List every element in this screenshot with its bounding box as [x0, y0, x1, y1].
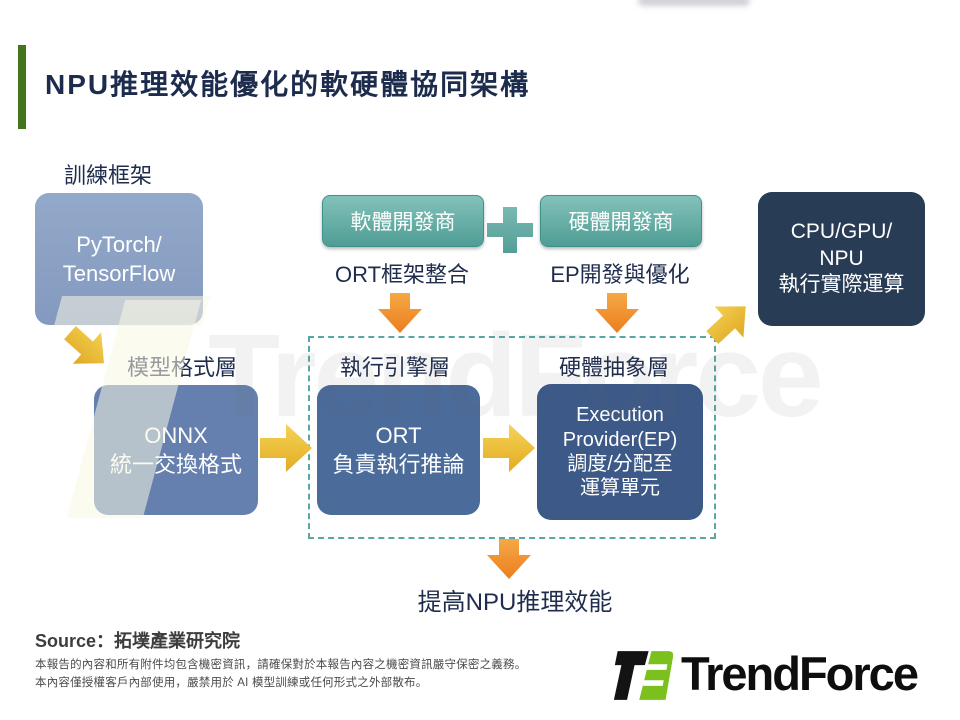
page-title: NPU推理效能優化的軟硬體協同架構 — [45, 69, 531, 100]
down-arrow-icon — [378, 293, 422, 333]
box-onnx-line2: 統一交換格式 — [109, 452, 242, 477]
box-ort-line2: 負責執行推論 — [332, 452, 465, 477]
label-ep-development: EP開發與優化 — [550, 262, 690, 287]
box-hardware-developer-label: 硬體開發商 — [568, 211, 674, 234]
label-ort-integration: ORT框架整合 — [334, 262, 470, 287]
right-arrow-icon — [483, 424, 535, 472]
label-hardware-abstraction-layer: 硬體抽象層 — [558, 355, 670, 380]
plus-icon — [487, 207, 533, 253]
box-cpu-line3: 執行實際運算 — [778, 273, 905, 297]
bent-arrow-icon — [706, 306, 746, 345]
box-cpu-line2: NPU — [819, 246, 864, 270]
box-pytorch-line2: TensorFlow — [62, 261, 176, 286]
box-ort-line1: ORT — [375, 422, 422, 448]
box-onnx: ONNX 統一交換格式 — [94, 385, 258, 515]
label-outcome: 提高NPU推理效能 — [417, 589, 613, 616]
trendforce-wordmark: TrendForce — [681, 647, 919, 700]
right-arrow-icon — [260, 424, 312, 472]
box-software-developer: 軟體開發商 — [322, 195, 484, 247]
label-execution-engine-layer: 執行引擎層 — [339, 355, 451, 380]
box-ep-line3: 調度/分配至 — [567, 453, 673, 475]
box-ep-line2: Provider(EP) — [562, 428, 678, 451]
box-cpu-line1: CPU/GPU/ — [790, 219, 893, 243]
box-ort: ORT 負責執行推論 — [317, 385, 480, 515]
title-accent-bar — [18, 45, 26, 129]
box-onnx-line1: ONNX — [144, 422, 208, 448]
box-ep-line4: 運算單元 — [580, 477, 660, 500]
box-hardware-developer: 硬體開發商 — [540, 195, 702, 247]
disclaimer-line2: 本內容僅授權客戶內部使用，嚴禁用於 AI 模型訓練或任何形式之外部散布。 — [35, 677, 428, 689]
box-pytorch-line1: PyTorch/ — [76, 231, 162, 257]
down-arrow-icon — [595, 293, 639, 333]
source-label: Source：拓墣產業研究院 — [35, 631, 241, 651]
box-execution-provider: Execution Provider(EP) 調度/分配至 運算單元 — [537, 384, 703, 520]
down-arrow-icon — [487, 539, 531, 579]
top-shadow-artifact — [638, 0, 750, 6]
trendforce-logo-icon — [613, 651, 674, 700]
box-pytorch-tensorflow: PyTorch/ TensorFlow — [35, 193, 203, 325]
label-model-format-layer: 模型格式層 — [126, 355, 238, 380]
label-training-framework: 訓練框架 — [64, 163, 153, 188]
disclaimer-line1: 本報告的內容和所有附件均包含機密資訊，請確保對於本報告內容之機密資訊嚴守保密之義… — [35, 659, 527, 671]
box-ep-line1: Execution — [576, 404, 664, 427]
box-cpu-gpu-npu: CPU/GPU/ NPU 執行實際運算 — [758, 192, 925, 326]
box-software-developer-label: 軟體開發商 — [350, 211, 456, 234]
runtime-dashed-region — [308, 336, 716, 539]
